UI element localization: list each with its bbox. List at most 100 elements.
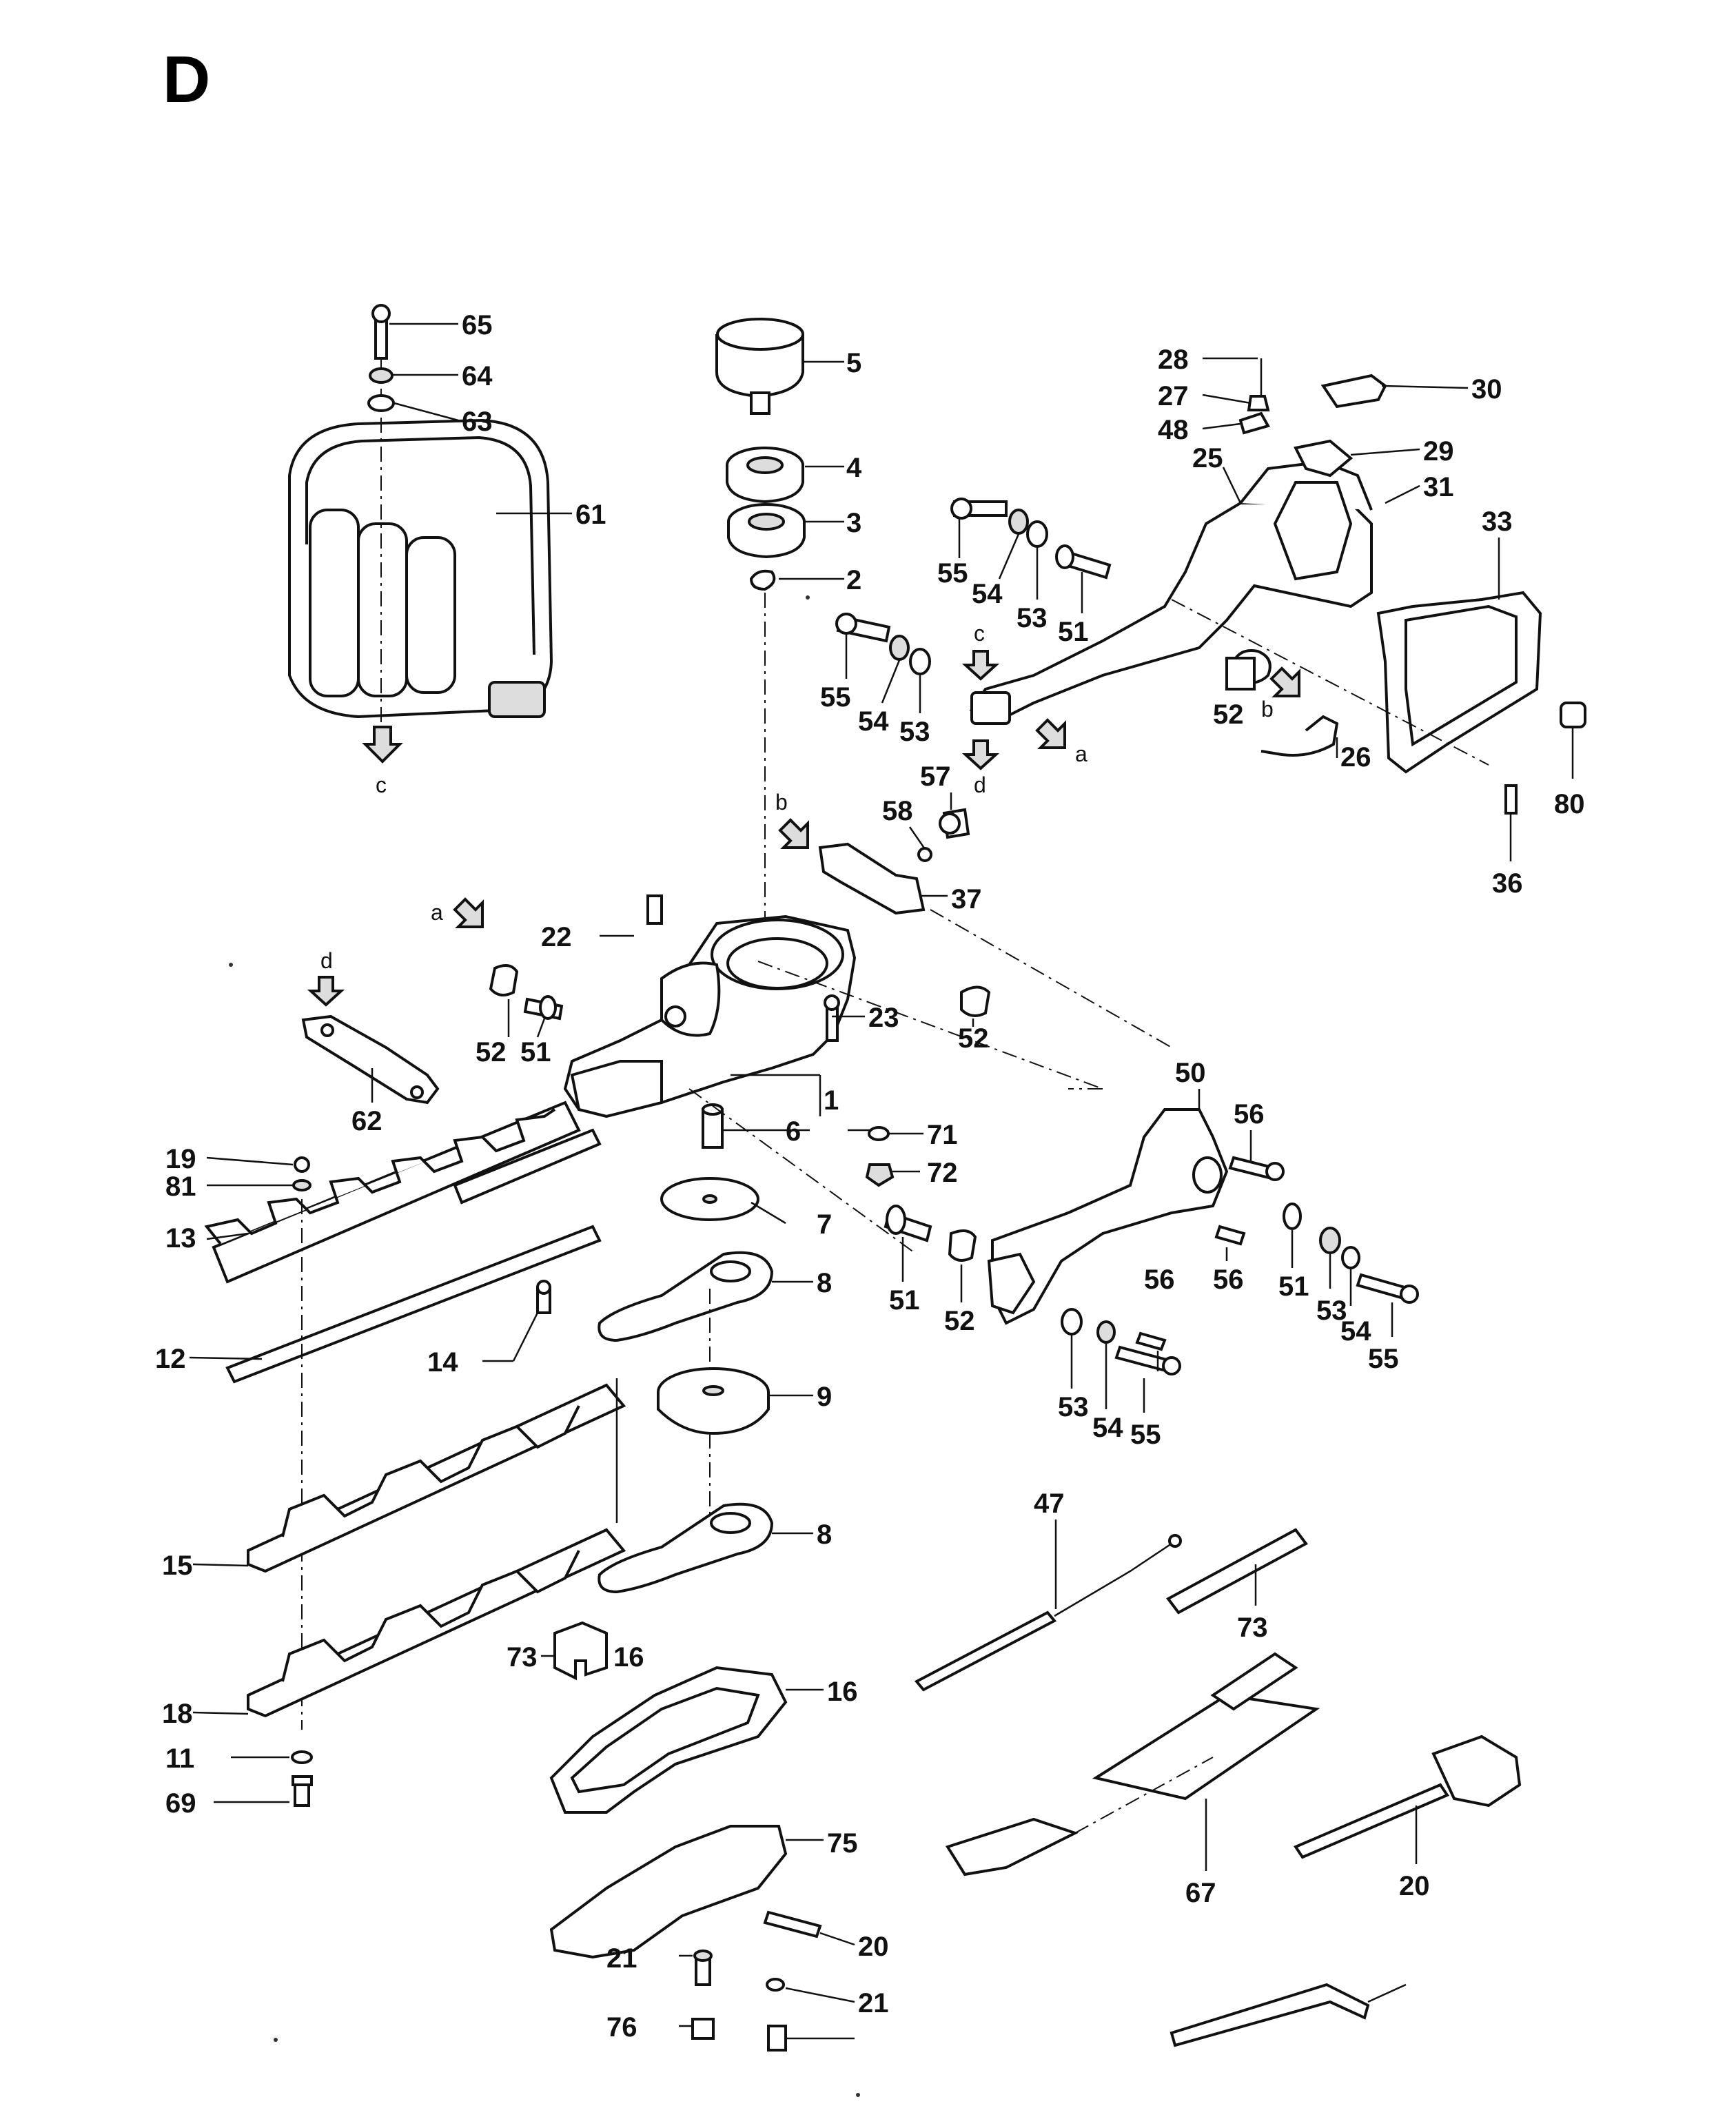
callout-54-lower: 54 [1092,1413,1123,1443]
callout-81: 81 [165,1172,196,1202]
callout-57: 57 [920,761,951,792]
callout-50: 50 [1175,1058,1206,1088]
rear-handle-illustration [969,358,1586,815]
callout-21-left: 76 [606,2012,637,2043]
direction-label-c: c [376,773,387,797]
callout-48: 48 [1158,415,1189,445]
cable-47-illustration [914,1520,1182,1692]
direction-label-b-bracket: b [775,790,788,815]
callout-53-right: 53 [1316,1296,1347,1326]
direction-arrow-a-housing [453,897,484,928]
scan-speck [229,963,233,967]
block-16-illustration [553,1621,608,1681]
callout-20-right: 21 [858,1988,889,2018]
direction-arrow-c-rear [961,650,1000,681]
callout-55-upper: 55 [937,558,968,589]
bracket-illustration [778,808,970,915]
callout-55-mid: 55 [820,682,851,713]
gear-housing-illustration [489,894,991,1149]
callout-47: 47 [1034,1488,1065,1519]
callout-27: 27 [1158,381,1189,411]
leader-lines-clutch [779,360,844,580]
callout-58: 58 [882,796,913,826]
callout-51-right: 51 [1278,1271,1309,1302]
callout-4: 4 [846,453,862,483]
direction-label-d-rear: d [974,773,986,797]
callout-16-left: 73 [507,1642,538,1672]
callout-29: 29 [1423,436,1454,467]
callout-20-left: 21 [606,1943,637,1974]
callout-80: 80 [1554,789,1585,819]
right-arm-illustration [884,1108,1419,1375]
direction-label-a-rear: a [1075,741,1087,766]
callout-52-left: 52 [476,1037,507,1067]
callout-53-mid: 53 [899,717,930,747]
leader-lines-front-handle [389,323,572,515]
callout-12: 12 [155,1344,186,1374]
scan-speck [806,595,810,600]
callout-5: 5 [846,348,861,378]
combination-wrench-75-illustration [1294,1735,1522,1864]
callout-64: 64 [462,361,493,391]
callout-6: 6 [786,1116,801,1147]
callout-67: 20 [858,1932,889,1962]
front-handle-illustration [288,304,553,730]
callout-65: 65 [462,310,493,340]
callout-23: 23 [868,1003,899,1033]
callout-13: 13 [165,1223,196,1254]
callout-56-upper: 56 [1234,1099,1265,1129]
callout-55-lower: 55 [1130,1420,1161,1450]
direction-arrow-a-rear [1035,718,1066,749]
direction-arrow-c-front [362,726,403,764]
blade-cover-69-illustration [945,1652,1320,1876]
cover-11-illustration [549,1825,822,2052]
callout-18: 69 [165,1788,196,1819]
direction-arrow-d-rear [961,739,1000,770]
callout-61: 61 [575,500,606,530]
leader-lines-gear-stack [750,1201,813,1535]
callout-11: 75 [827,1828,858,1859]
leader-lines-right-arm [901,1089,1393,1413]
callout-16-right: 16 [613,1642,644,1672]
callout-31: 31 [1423,472,1454,502]
callout-54-right: 54 [1340,1316,1371,1347]
callout-26: 26 [1340,742,1371,773]
gear-stack-illustration [598,1177,774,1594]
callout-25: 25 [1192,443,1223,473]
callout-63: 63 [462,407,493,437]
direction-label-d-housing: d [320,948,333,973]
callout-71: 71 [927,1120,958,1150]
callout-75: 20 [1399,1871,1430,1901]
callout-54-mid: 54 [858,706,889,737]
callout-1: 1 [824,1085,839,1116]
callout-54-upper: 54 [972,579,1003,609]
callout-8-upper: 8 [817,1268,832,1298]
callout-56-mid: 56 [1144,1265,1175,1295]
leader-lines-rear-handle [1202,357,1574,861]
page-letter: D [163,43,210,116]
blade-guard-illustration [204,1101,602,1730]
rear-handle-hardware [835,498,1256,690]
callout-52-right: 52 [958,1023,989,1054]
callout-51-left: 51 [520,1037,551,1067]
callout-2: 2 [846,565,861,595]
direction-arrow-b-rear [1269,666,1300,697]
callout-53-lower: 53 [1058,1392,1089,1422]
direction-label-a-housing: a [431,900,443,925]
nuts-71-72-illustration [865,1126,920,1187]
callout-51-upper: 51 [1058,617,1089,647]
leader-lines-gear-housing [507,909,1172,1255]
callout-19: 19 [165,1144,196,1174]
callout-52-lower: 52 [944,1306,975,1336]
callout-28: 28 [1158,345,1189,375]
scan-speck [856,2093,860,2097]
callout-22: 22 [541,922,572,952]
leader-lines-bracket [908,792,952,897]
callout-7: 7 [817,1209,832,1240]
leader-lines-blade-left [189,1156,539,1803]
callout-3: 3 [846,508,861,538]
leader-lines-hardware-upper [845,518,1083,713]
callout-53-upper: 53 [1017,603,1048,633]
gasket-10-illustration [549,1666,788,1814]
